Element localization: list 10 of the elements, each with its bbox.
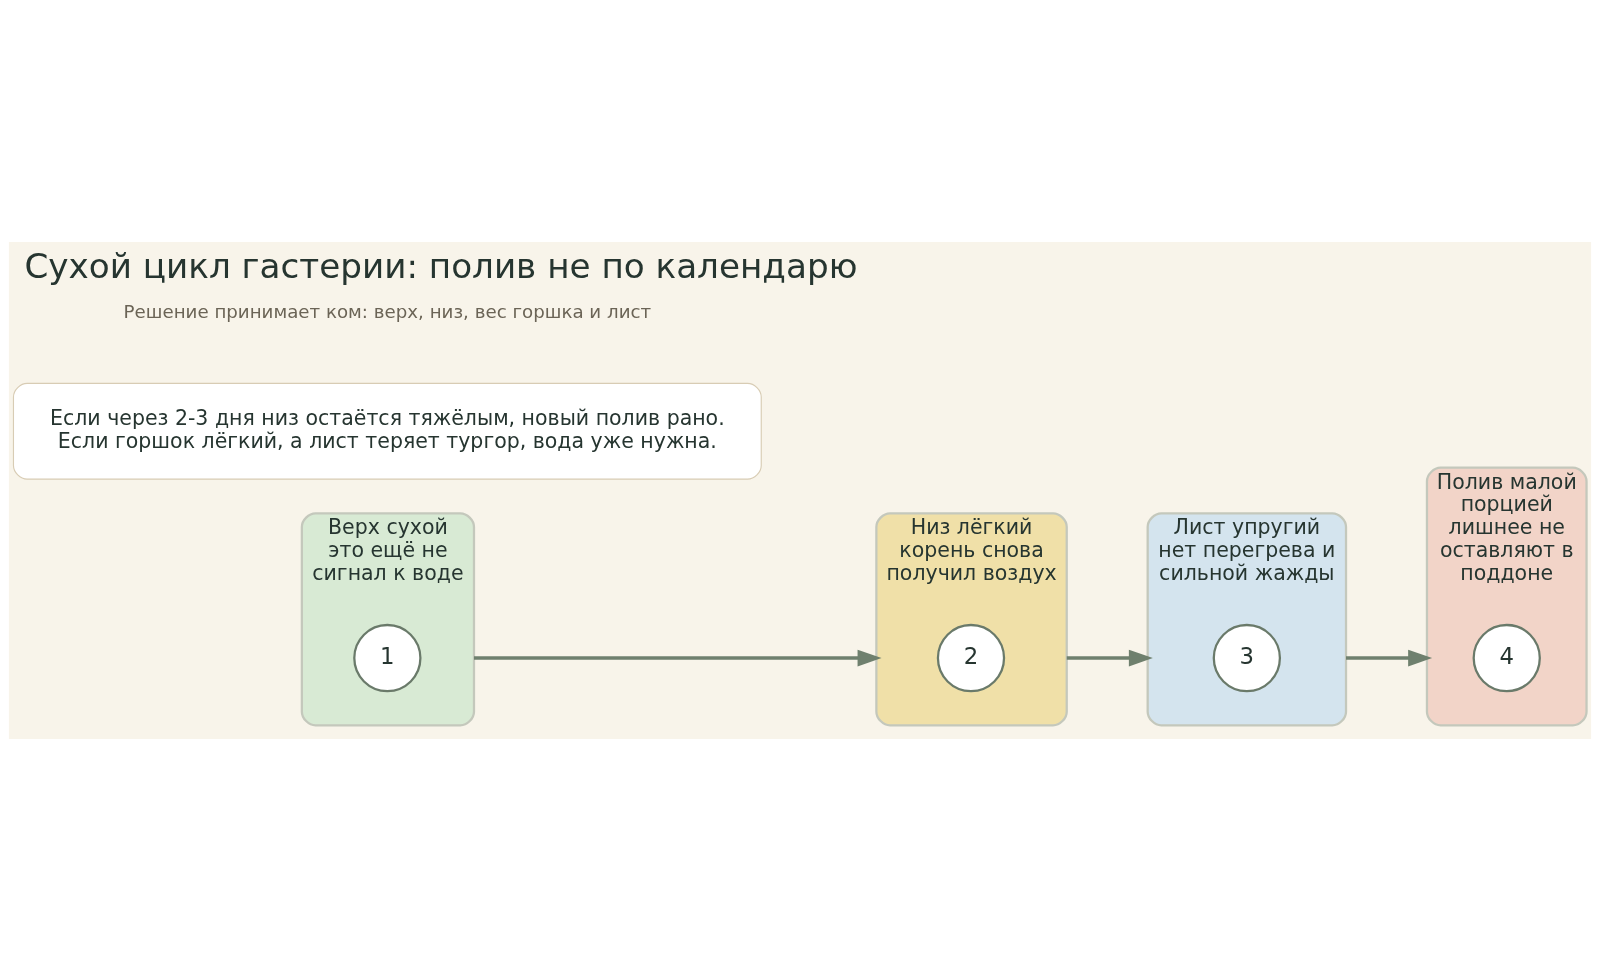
node-circle: 4 xyxy=(1472,623,1541,692)
label: Решение принимает ком: верх, низ, вес горшка и лист xyxy=(123,300,652,322)
node-circle: 1 xyxy=(353,623,422,692)
node-box: Если через 2-3 дня низ остаётся тяжёлым, новый полив рано. Если горшок лёгкий, а лист теряет тургор, вода уже нужна. xyxy=(12,382,762,480)
arrow xyxy=(474,649,882,666)
node-circle: 3 xyxy=(1212,623,1282,692)
diagram-title: Сухой цикл гастерии: полив не по календарю xyxy=(24,245,858,286)
arrow xyxy=(1066,649,1153,666)
node-circle: 2 xyxy=(936,623,1006,692)
arrow xyxy=(1346,649,1433,666)
